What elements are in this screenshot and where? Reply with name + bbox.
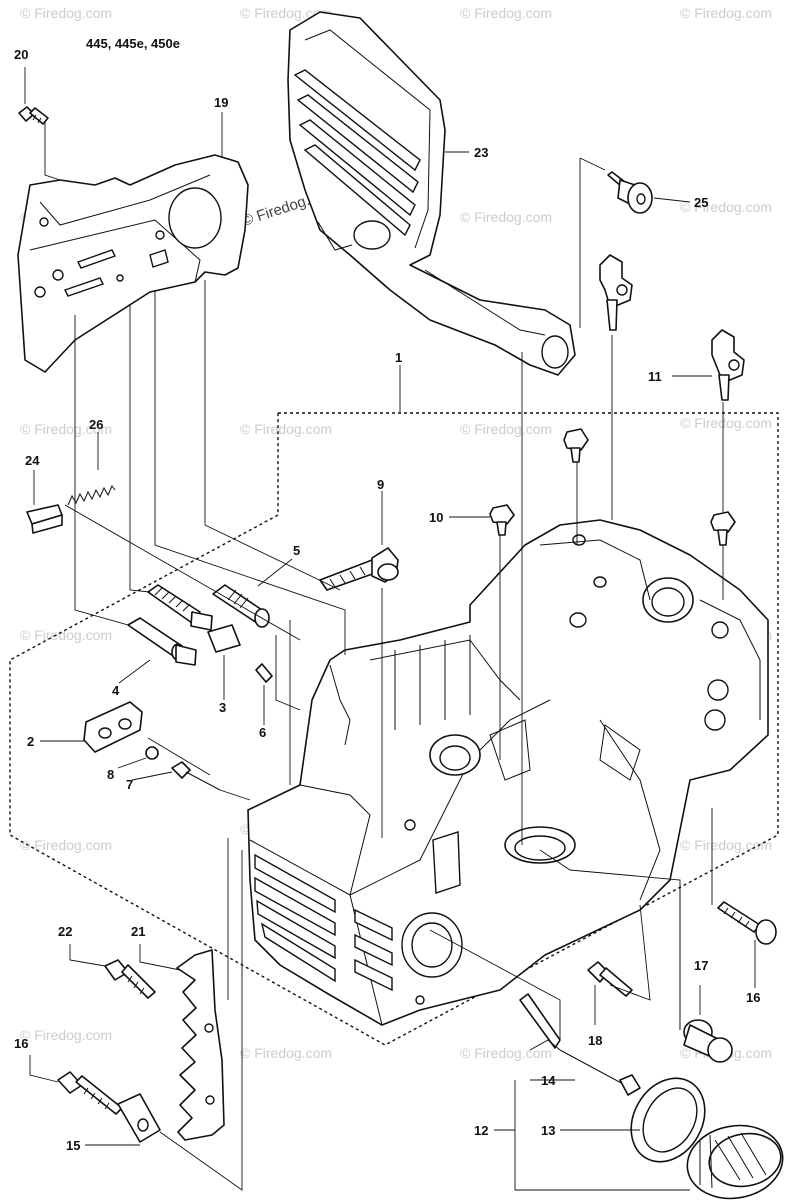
callout-9: 9	[377, 477, 384, 492]
callout-5: 5	[293, 543, 300, 558]
part-17-grommet	[683, 1019, 733, 1063]
part-10-screw	[489, 504, 515, 536]
part-9-pickup	[319, 547, 399, 591]
part-16-bolt-right	[717, 901, 777, 945]
threaded-rod	[147, 584, 213, 631]
part-7-screw	[171, 761, 221, 791]
part-24-block	[26, 504, 63, 534]
watermark: © Firedog.com	[20, 421, 112, 437]
part-8-nut	[145, 746, 159, 760]
part-13-oring	[630, 1077, 706, 1163]
part-6-pin	[255, 663, 273, 683]
watermark: © Firedog.com	[680, 5, 772, 21]
callout-3: 3	[219, 700, 226, 715]
watermark: © Firedog.com	[240, 421, 332, 437]
watermark: © Firedog.com	[460, 1045, 552, 1061]
callout-17: 17	[694, 958, 708, 973]
watermark: © Firedog.com	[20, 837, 112, 853]
part-19-cover	[17, 154, 249, 373]
callout-14: 14	[541, 1073, 556, 1088]
callout-1: 1	[395, 350, 402, 365]
callout-15: 15	[66, 1138, 80, 1153]
part-15-plate	[117, 1093, 161, 1143]
watermark: © Firedog.com	[460, 421, 552, 437]
callout-25: 25	[694, 195, 708, 210]
callout-16-right: 16	[746, 990, 760, 1005]
callout-4: 4	[112, 683, 120, 698]
callout-8: 8	[107, 767, 114, 782]
watermark: © Firedog.com	[240, 1045, 332, 1061]
callouts: 20 19 23 25 11 1 26 24 9 10 5 4 3 6 2 8 …	[14, 47, 760, 1153]
watermark: © Firedog.com	[680, 837, 772, 853]
callout-22: 22	[58, 924, 72, 939]
watermark: © Firedog.com	[460, 209, 552, 225]
part-25-screw	[607, 171, 653, 214]
part-22-bolt	[104, 959, 156, 999]
part-21-spike	[176, 949, 225, 1141]
callout-16-left: 16	[14, 1036, 28, 1051]
watermark: © Firedog.com	[20, 5, 112, 21]
part-12-cap	[686, 1124, 784, 1200]
screw-right	[710, 511, 736, 546]
callout-24: 24	[25, 453, 40, 468]
callout-11: 11	[648, 369, 662, 384]
watermark: © Firedog.com	[680, 199, 772, 215]
part-11-clip	[711, 329, 745, 401]
part-20-screw	[18, 106, 49, 125]
callout-20: 20	[14, 47, 28, 62]
assembly-1-outline	[9, 412, 779, 1046]
part-18-bolt	[587, 961, 633, 997]
watermark: © Firedog.com	[240, 5, 332, 21]
watermark: © Firedog.com	[680, 415, 772, 431]
watermark: © Firedog.com	[460, 5, 552, 21]
callout-12: 12	[474, 1123, 488, 1138]
callout-7: 7	[126, 777, 133, 792]
part-23-brake-handle	[287, 11, 576, 376]
callout-23: 23	[474, 145, 488, 160]
part-16-bolt-left	[57, 1071, 123, 1115]
part-2-plate	[83, 701, 143, 753]
callout-13: 13	[541, 1123, 555, 1138]
leader-lines	[24, 67, 756, 1191]
callout-2: 2	[27, 734, 34, 749]
callout-18: 18	[588, 1033, 602, 1048]
callout-19: 19	[214, 95, 228, 110]
callout-6: 6	[259, 725, 266, 740]
part-1-crankcase	[247, 519, 769, 1026]
part-4-stud	[127, 617, 197, 666]
callout-10: 10	[429, 510, 443, 525]
part-26-spring	[67, 485, 116, 506]
watermark: © Firedog.com	[20, 1027, 112, 1043]
cable-clip-upper	[599, 254, 633, 331]
callout-21: 21	[131, 924, 145, 939]
callout-26: 26	[89, 417, 103, 432]
part-3-plate	[207, 624, 241, 653]
watermark: © Firedog.com	[20, 627, 112, 643]
model-label: 445, 445e, 450e	[86, 36, 180, 51]
screw-upper-right	[563, 428, 589, 463]
